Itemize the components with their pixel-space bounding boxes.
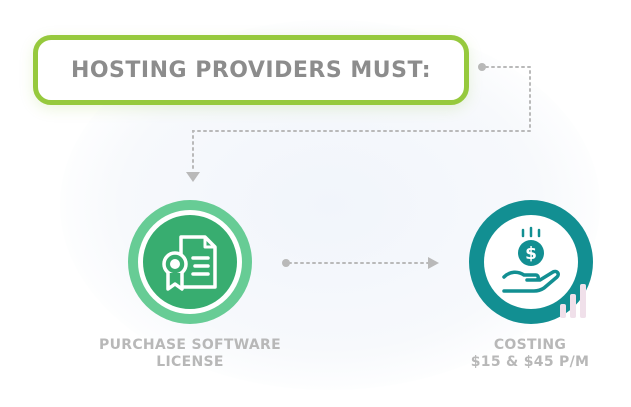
hand-dollar-coin-icon: $ [502, 226, 560, 293]
step-costing-circle: $ [469, 200, 593, 324]
certificate-document-icon [162, 235, 217, 291]
header-to-step1-connector [192, 66, 531, 173]
step-costing-label-line1: COSTING [493, 337, 567, 353]
step-purchase-license-label-line2: LICENSE [156, 354, 224, 370]
step-purchase-license-label: PURCHASE SOFTWARE LICENSE [80, 337, 300, 371]
svg-text:$: $ [525, 244, 537, 264]
step-costing-label-line2: $15 & $45 P/M [470, 354, 590, 370]
header-title: HOSTING PROVIDERS MUST: [70, 57, 432, 83]
step-purchase-license-circle [128, 200, 252, 324]
step-purchase-license-label-line1: PURCHASE SOFTWARE [99, 337, 281, 353]
connector-arrowhead-right [428, 257, 439, 269]
connector-arrowhead-down [186, 172, 200, 182]
connector-start-dot-2 [282, 259, 290, 267]
step-costing-label: COSTING $15 & $45 P/M [450, 337, 610, 371]
header-box: HOSTING PROVIDERS MUST: [33, 35, 469, 105]
connector-start-dot [478, 63, 486, 71]
